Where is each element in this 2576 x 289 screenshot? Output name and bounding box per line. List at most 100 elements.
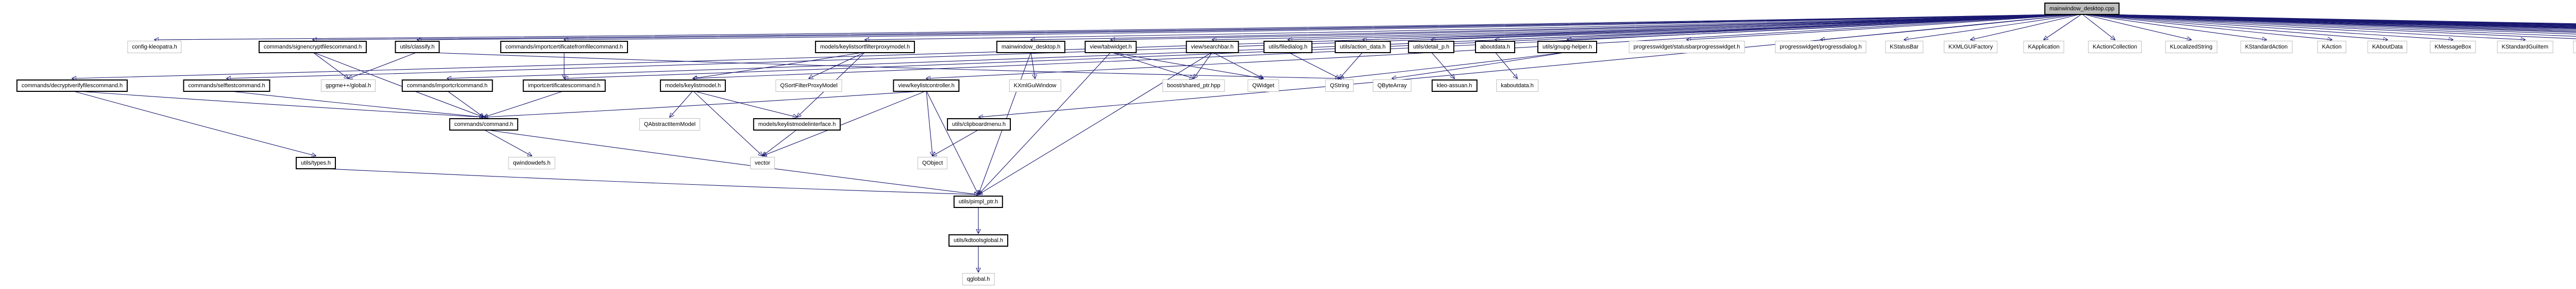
graph-node-statusbarprogresswidget[interactable]: progresswidget/statusbarprogresswidget.h [1629,41,1745,53]
graph-node-decryptverifyfilescommand[interactable]: commands/decryptverifyfilescommand.h [16,79,128,92]
include-edge [2081,13,2453,40]
include-edge [483,129,978,195]
graph-node-kstandardaction[interactable]: KStandardAction [2240,41,2293,53]
graph-node-kmessagebox[interactable]: KMessageBox [2430,41,2476,53]
include-edge [762,90,927,156]
graph-node-aboutdata[interactable]: aboutdata.h [1475,41,1516,53]
include-edge [2081,13,2191,40]
graph-node-pimpl-ptr[interactable]: utils/pimpl_ptr.h [953,196,1004,208]
include-edge [447,90,484,117]
include-edge [2081,13,2115,40]
graph-node-kxmlguifactory[interactable]: KXMLGUIFactory [1943,41,1998,53]
graph-node-detail-p[interactable]: utils/detail_p.h [1408,41,1455,53]
graph-node-command[interactable]: commands/command.h [449,118,519,131]
graph-node-importcertfromfile[interactable]: commands/importcertificatefromfilecomman… [500,41,629,53]
graph-node-keylistmodel[interactable]: models/keylistmodel.h [659,79,726,92]
graph-node-action-data[interactable]: utils/action_data.h [1334,41,1391,53]
include-edge [72,13,2082,78]
include-edge [312,52,348,78]
include-edge [227,13,2082,78]
include-edge [484,90,927,117]
graph-node-kstatusbar[interactable]: KStatusBar [1885,41,1923,53]
include-edge [72,90,484,117]
include-edge [933,129,979,156]
include-edge [979,13,2082,117]
include-edge [313,13,2082,40]
graph-node-importcrlcommand[interactable]: commands/importcrlcommand.h [401,79,493,92]
graph-node-qabstractitemmodel[interactable]: QAbstractItemModel [639,118,701,131]
graph-node-keylistsortfilterproxymodel[interactable]: models/keylistsortfilterproxymodel.h [815,41,916,53]
graph-node-gpgme-global[interactable]: gpgme++/global.h [320,79,376,92]
graph-node-keylistcontroller[interactable]: view/keylistcontroller.h [893,79,960,92]
include-edge [1030,52,1035,78]
graph-node-kxmlguiwindow[interactable]: KXmlGuiWindow [1009,79,1061,92]
include-edge [2081,13,2576,31]
include-edge [484,90,565,117]
graph-node-progressdialog[interactable]: progresswidget/progressdialog.h [1775,41,1867,53]
include-edge [564,13,2082,40]
graph-node-qwidget[interactable]: QWidget [1247,79,1279,92]
include-edge [926,90,933,156]
graph-node-klocalizedstring[interactable]: KLocalizedString [2165,41,2217,53]
graph-node-kapplication[interactable]: KApplication [2023,41,2064,53]
graph-node-qglobal[interactable]: qglobal.h [962,273,995,285]
include-edge [1392,52,1568,78]
graph-node-tabwidget[interactable]: view/tabwidget.h [1084,41,1137,53]
include-edge [1287,52,1340,78]
include-edge [564,13,2082,78]
graph-node-filedialog[interactable]: utils/filedialog.h [1263,41,1313,53]
graph-node-qsortfilterproxymodel[interactable]: QSortFilterProxyModel [775,79,842,92]
graph-node-selftestcommand[interactable]: commands/selftestcommand.h [183,79,270,92]
graph-node-signencryptfilescommand[interactable]: commands/signencryptfilescommand.h [258,41,367,53]
include-edge [1340,52,1568,78]
graph-node-shared-ptr[interactable]: boost/shared_ptr.hpp [1162,79,1225,92]
graph-node-vector[interactable]: vector [750,157,775,169]
include-edge [417,52,1340,78]
include-edge [1431,52,1454,78]
include-edge [978,52,1111,195]
graph-node-keylistmodelinterface[interactable]: models/keylistmodelinterface.h [753,118,841,131]
graph-node-importcertificatescommand[interactable]: importcertificatescommand.h [522,79,606,92]
include-edge [1031,13,2082,40]
include-edge [72,90,316,156]
include-edge [978,52,1213,195]
graph-node-qbytearray[interactable]: QByteArray [1372,79,1412,92]
graph-node-qwindowdefs[interactable]: qwindowdefs.h [508,157,555,169]
include-edge [1194,52,1213,78]
include-edge [926,90,978,195]
graph-node-root[interactable]: mainwindow_desktop.cpp [2044,3,2120,15]
include-edge [1495,52,1517,78]
graph-node-kdtoolsglobal[interactable]: utils/kdtoolsglobal.h [948,234,1009,247]
graph-node-kactioncollection[interactable]: KActionCollection [2088,41,2142,53]
graph-node-kshortcutsdialog[interactable]: KShortcutsDialog [2573,41,2576,53]
graph-node-mainwindow-desktop-h[interactable]: mainwindow_desktop.h [996,41,1066,53]
graph-node-classify[interactable]: utils/classify.h [395,41,440,53]
graph-node-kstandardguiitem[interactable]: KStandardGuiItem [2497,41,2553,53]
include-edge [1971,13,2082,40]
include-edge [2081,13,2525,40]
include-edge [348,52,418,78]
graph-node-kaboutdata-h[interactable]: kaboutdata.h [1496,79,1538,92]
graph-node-kaboutdata[interactable]: KAboutData [2367,41,2408,53]
include-edge [2081,13,2266,40]
graph-node-config-kleopatra[interactable]: config-kleopatra.h [127,41,182,53]
include-edge [670,90,693,117]
graph-node-searchbar[interactable]: view/searchbar.h [1185,41,1239,53]
graph-node-clipboardmenu[interactable]: utils/clipboardmenu.h [947,118,1011,131]
include-edge [1110,52,1263,78]
graph-node-kleo-assuan[interactable]: kleo-assuan.h [1431,79,1478,92]
include-edge [692,90,797,117]
include-edge [2081,13,2332,40]
include-edge [2081,13,2387,40]
graph-node-qstring[interactable]: QString [1325,79,1354,92]
include-edge [1212,52,1263,78]
include-edge [2081,13,2576,39]
graph-node-gnupg-helper[interactable]: utils/gnupg-helper.h [1537,41,1598,53]
include-edge [312,52,484,117]
include-edge [762,129,798,156]
graph-node-qobject[interactable]: QObject [917,157,948,169]
graph-node-kaction[interactable]: KAction [2317,41,2346,53]
graph-node-types[interactable]: utils/types.h [295,157,336,169]
